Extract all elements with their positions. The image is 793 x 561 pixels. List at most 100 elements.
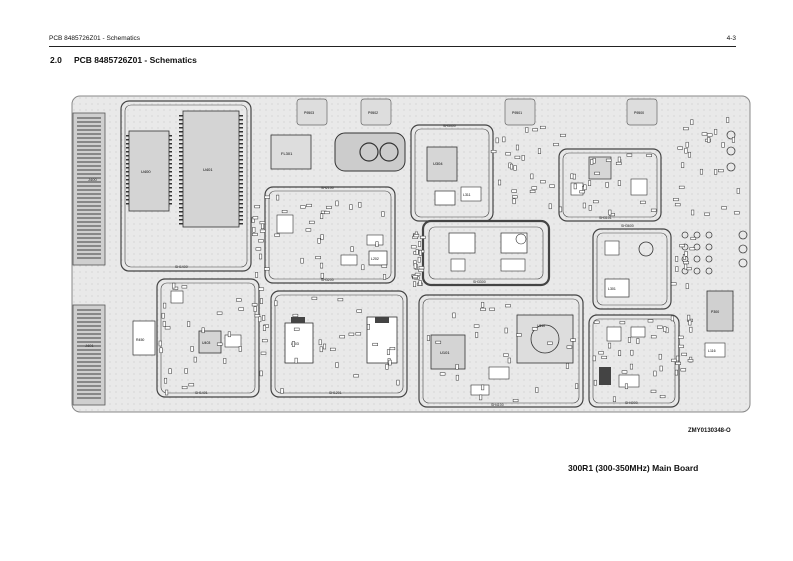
smd-component	[680, 368, 687, 372]
smd-component	[505, 152, 511, 156]
chip-pin	[126, 171, 129, 173]
smd-component	[690, 119, 694, 125]
smd-component	[413, 234, 420, 238]
via	[705, 231, 713, 239]
shield-label: SH3600	[621, 224, 634, 228]
connector-pin	[77, 333, 101, 335]
smd-component	[636, 338, 640, 344]
pad-label: P9502	[368, 111, 378, 115]
smd-component	[659, 365, 663, 372]
chip-pin	[179, 123, 183, 125]
smd-component	[259, 298, 263, 304]
chip-pin	[169, 183, 172, 185]
connector-pin	[77, 257, 101, 259]
part-label: L202	[371, 257, 379, 261]
chip-pin	[169, 147, 172, 149]
shield-label: SH3200	[321, 278, 334, 282]
smd-component	[162, 321, 166, 327]
smd-component	[311, 296, 318, 300]
chip-pin	[126, 187, 129, 189]
connector-pin	[77, 213, 101, 215]
chip-pin	[179, 119, 183, 121]
connector-pin	[77, 249, 101, 251]
chip-label: U400	[141, 169, 151, 174]
smd-component	[319, 346, 323, 353]
smd-component	[689, 247, 696, 251]
chip-pin	[179, 135, 183, 137]
smd-component	[306, 203, 312, 207]
smd-component	[572, 173, 576, 180]
smd-component	[261, 223, 265, 230]
smd-component	[320, 262, 324, 269]
smd-component	[455, 364, 459, 370]
chip-pin	[126, 155, 129, 157]
smd-component	[481, 302, 485, 308]
smd-component	[300, 257, 304, 264]
smd-component	[673, 198, 679, 202]
connector-pin	[77, 157, 101, 159]
smd-component	[259, 221, 266, 225]
chip-pin	[179, 115, 183, 117]
smd-component	[553, 143, 559, 147]
smd-component	[731, 137, 735, 143]
chip-pin	[169, 151, 172, 153]
chip-pin	[126, 151, 129, 153]
part-u110: U110	[516, 314, 574, 364]
smd-component	[674, 369, 678, 376]
page-header: PCB 8485726Z01 - Schematics 4-3	[49, 34, 736, 47]
smd-component	[258, 287, 265, 291]
smd-component	[511, 189, 517, 193]
smd-component	[583, 184, 587, 191]
smd-component	[356, 309, 362, 313]
chip-pin	[179, 139, 183, 141]
chip-pin	[169, 171, 172, 173]
connector-pin	[77, 357, 101, 359]
smd-component	[559, 206, 563, 213]
via	[693, 243, 701, 251]
inductor-l311: L311	[460, 186, 482, 202]
smd-component	[348, 332, 355, 336]
chip-pin	[179, 203, 183, 205]
smd-component	[389, 347, 396, 351]
smd-component	[252, 216, 259, 220]
connector-pin	[77, 217, 101, 219]
smd-component	[475, 332, 479, 338]
smd-component	[415, 249, 419, 255]
chip-pin	[179, 127, 183, 129]
smd-component	[593, 320, 600, 324]
connector-pin	[77, 309, 101, 311]
chip-pin	[126, 191, 129, 193]
smd-component	[701, 132, 708, 136]
smd-component	[512, 198, 516, 205]
smd-component	[193, 356, 197, 363]
smd-component	[294, 357, 298, 364]
smd-component	[181, 285, 188, 289]
smd-component	[481, 384, 485, 391]
connector-pin	[77, 313, 101, 315]
connector-pin	[77, 141, 101, 143]
smd-component	[627, 337, 631, 343]
connector-pin	[77, 353, 101, 355]
smd-component	[455, 374, 459, 381]
chip-pin	[126, 159, 129, 161]
chip-pin	[169, 139, 172, 141]
pcb-board-diagram: J400 J401 P9503 P9502 P9501 P9500	[71, 95, 751, 413]
smd-component	[714, 129, 718, 135]
connector-pin	[77, 161, 101, 163]
smd-component	[375, 241, 379, 247]
chip-pin	[239, 115, 243, 117]
via	[705, 267, 713, 275]
smd-component	[687, 314, 691, 321]
smd-component	[605, 182, 609, 188]
chip-pin	[179, 183, 183, 185]
shield-sh1400	[120, 100, 252, 272]
chip-pin	[239, 195, 243, 197]
smd-component	[640, 200, 646, 204]
smd-component	[646, 153, 652, 157]
smd-component	[521, 155, 525, 161]
smd-component	[350, 246, 354, 252]
smd-component	[324, 211, 330, 215]
smd-component	[671, 358, 677, 362]
shield-label: SH3300	[473, 280, 486, 284]
smd-component	[181, 386, 188, 390]
